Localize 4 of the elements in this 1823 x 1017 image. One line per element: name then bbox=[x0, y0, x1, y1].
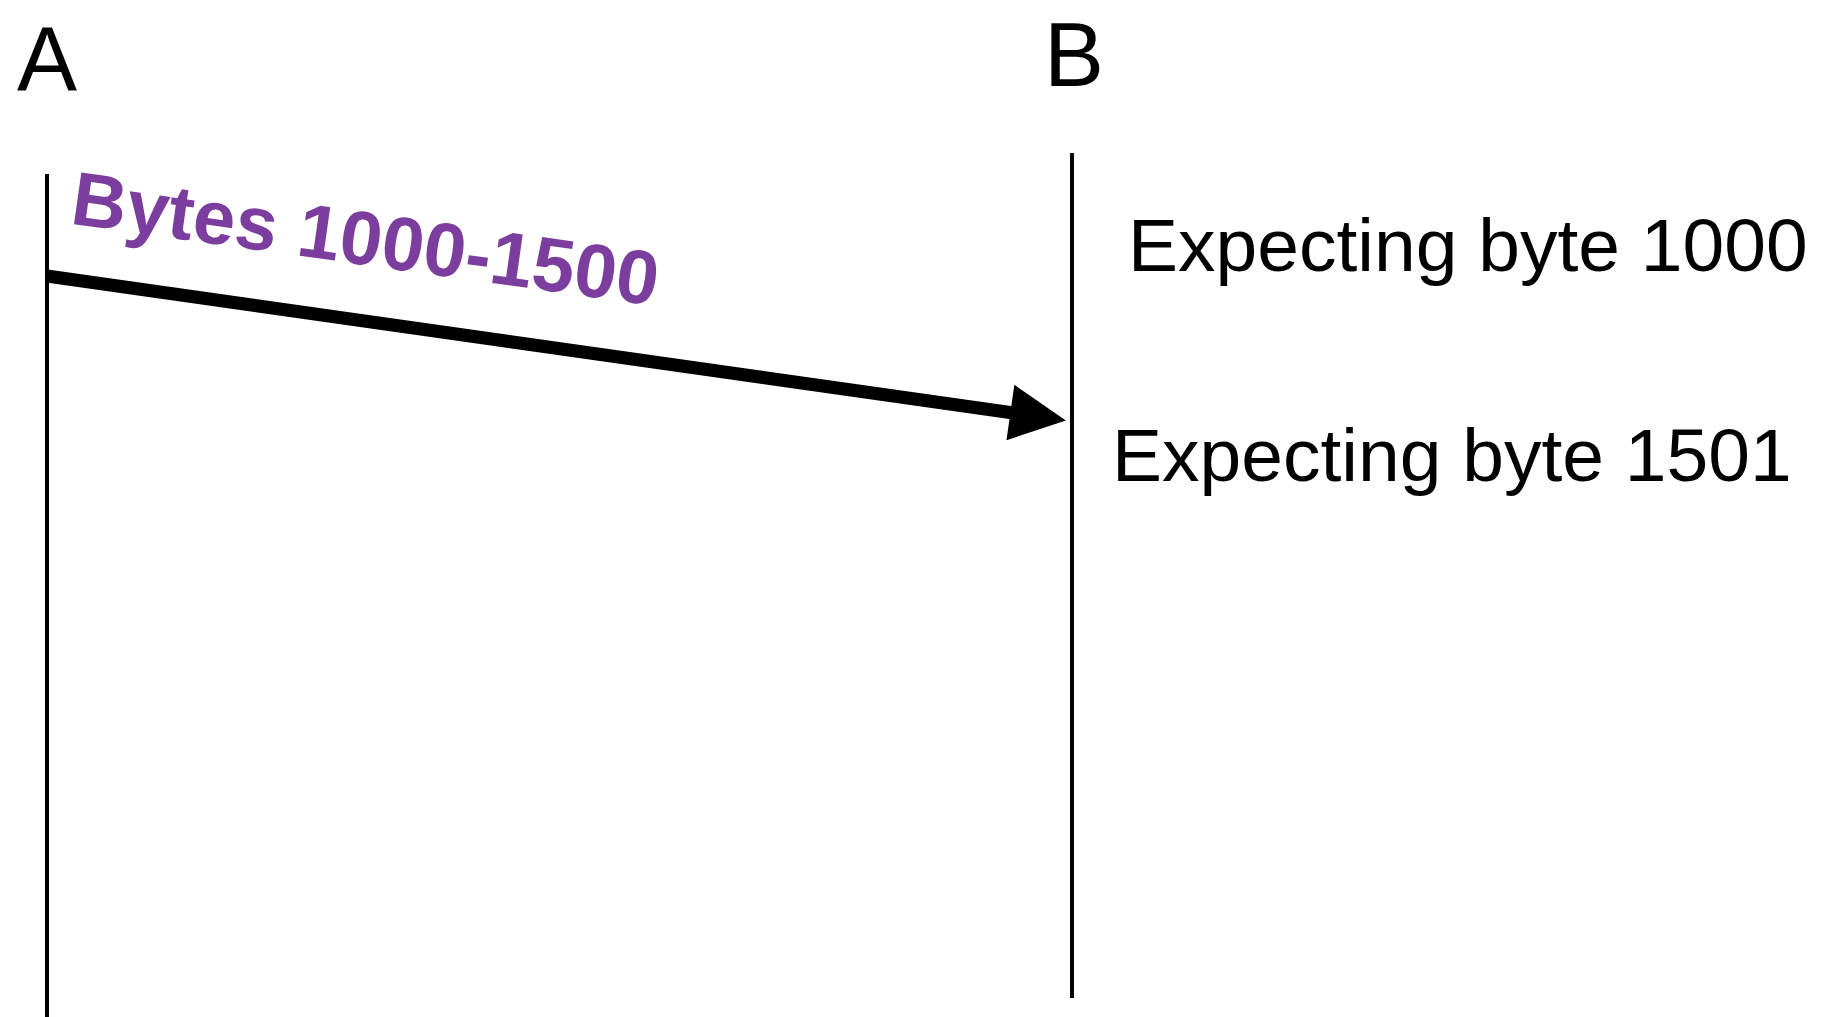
participant-label: A bbox=[17, 14, 78, 104]
edge-label: Bytes 1000-1500 bbox=[67, 160, 664, 318]
arrow bbox=[46, 269, 1066, 441]
participant-label: B bbox=[1044, 10, 1105, 100]
